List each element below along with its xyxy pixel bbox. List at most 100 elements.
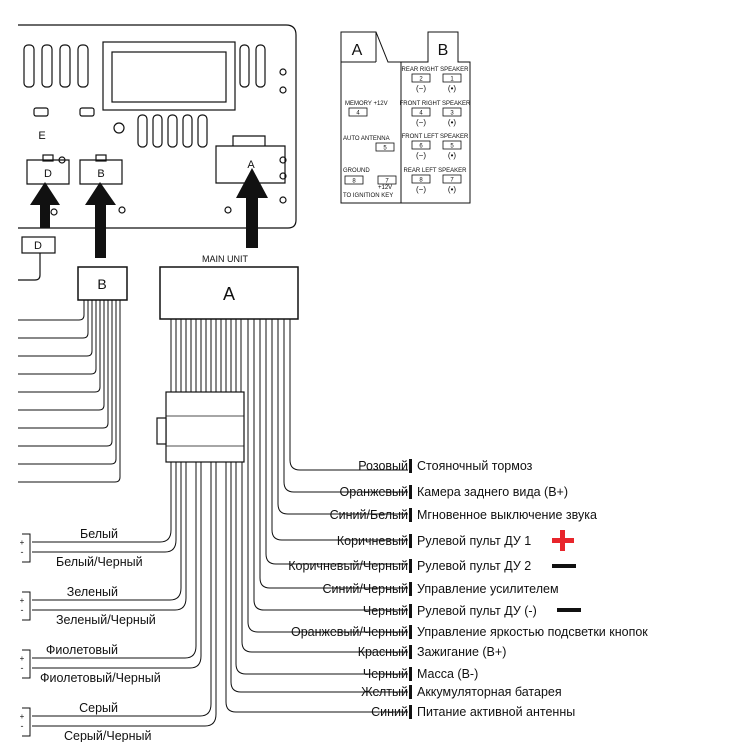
- arrow-up-icon: [30, 182, 60, 228]
- plus-marker-icon: [552, 530, 574, 551]
- socket-b-label: B: [97, 168, 104, 180]
- pinout-b-title: FRONT RIGHT SPEAKER: [400, 101, 471, 107]
- connector-a-wire-bundle: [170, 319, 242, 392]
- speaker-negative-color: Серый/Черный: [64, 729, 151, 742]
- arrow-up-icon: [85, 182, 116, 258]
- wire-terminal: [409, 667, 412, 681]
- pin-box: [442, 107, 462, 117]
- wire-row: Красный Зажигание (B+): [358, 645, 506, 659]
- pinout-b-title: REAR RIGHT SPEAKER: [402, 67, 470, 73]
- pinout-header-b: B: [438, 42, 449, 59]
- pin-box: [411, 73, 431, 83]
- speaker-bracket: [22, 533, 31, 563]
- wire-function: Аккумуляторная батарея: [417, 685, 562, 699]
- connector-b-wires: [18, 300, 121, 483]
- wire-function: Управление яркостью подсветки кнопок: [417, 625, 648, 639]
- wire-color: Синий/Черный: [323, 582, 408, 596]
- pin-box: [411, 140, 431, 150]
- pinout-b-pins: REAR RIGHT SPEAKER 2 1 (−) (•) FRONT RIGHT SP…: [400, 67, 471, 194]
- speaker-wire-table: +-БелыйБелый/Черный+-ЗеленыйЗеленый/Черн…: [20, 527, 161, 742]
- wire-row: Черный Рулевой пульт ДУ (-): [363, 604, 537, 618]
- wire-row: Синий/Черный Управление усилителем: [323, 582, 559, 596]
- speaker-bracket: [22, 649, 31, 679]
- arrow-icons: [30, 168, 268, 258]
- pin-number: 7: [385, 179, 389, 185]
- pinout-a-label: AUTO ANTENNA: [343, 136, 390, 142]
- negative-sign: (−): [416, 185, 426, 194]
- minus-marker-icon: [557, 608, 581, 612]
- pinout-a-label: GROUND: [343, 168, 370, 174]
- connector-a-label: A: [223, 284, 235, 304]
- negative-sign: (−): [416, 118, 426, 127]
- speaker-positive-color: Фиолетовый: [46, 643, 118, 657]
- speaker-negative-color: Зеленый/Черный: [56, 613, 156, 627]
- speaker-negative-color: Фиолетовый/Черный: [40, 671, 161, 685]
- socket-a-label: A: [247, 159, 255, 171]
- minus-marker-icon: [552, 564, 576, 568]
- wire-terminal: [409, 582, 412, 596]
- plus-sign-icon: +: [20, 538, 25, 547]
- pin-box: [442, 174, 462, 184]
- wire-color: Оранжевый: [340, 485, 408, 499]
- pinout-diagram: [340, 31, 471, 204]
- pinout-b-title: FRONT LEFT SPEAKER: [402, 134, 469, 140]
- speaker-positive-color: Белый: [80, 527, 118, 541]
- speaker-wire-paths: [32, 462, 217, 727]
- pin-number: 3: [450, 111, 454, 117]
- pinout-header-a: A: [352, 42, 363, 59]
- wire-terminal: [409, 645, 412, 659]
- wire-terminal: [409, 685, 412, 699]
- wire-function: Зажигание (B+): [417, 645, 506, 659]
- pin-number: 4: [419, 111, 423, 117]
- pinout-b-title: REAR LEFT SPEAKER: [404, 168, 468, 174]
- wire-row: Коричневый Рулевой пульт ДУ 1: [337, 534, 531, 548]
- wire-color: Синий: [371, 705, 408, 719]
- wire-function: Рулевой пульт ДУ (-): [417, 604, 537, 618]
- wire-color: Красный: [358, 645, 408, 659]
- wire-function: Управление усилителем: [417, 582, 559, 596]
- wire-terminal: [409, 459, 412, 473]
- wire-function: Масса (B-): [417, 667, 478, 681]
- wire-terminal: [409, 625, 412, 639]
- wire-terminal: [409, 534, 412, 548]
- wire-row: Синий Питание активной антенны: [371, 705, 575, 719]
- positive-sign: (•): [448, 118, 456, 127]
- minus-sign-icon: -: [21, 547, 24, 557]
- pin-number: 4: [356, 111, 360, 117]
- wire-terminal: [409, 559, 412, 573]
- wire-terminal: [409, 604, 412, 618]
- pin-number: 5: [383, 146, 387, 152]
- wire-color: Черный: [363, 604, 408, 618]
- pin-number: 8: [352, 179, 356, 185]
- pin-box: [411, 174, 431, 184]
- wire-color: Черный: [363, 667, 408, 681]
- socket-e-label: E: [38, 130, 45, 142]
- wire-terminal: [409, 508, 412, 522]
- negative-sign: (−): [416, 151, 426, 160]
- wire-function: Питание активной антенны: [417, 705, 575, 719]
- wire-color: Коричневый: [337, 534, 408, 548]
- pin-box: [377, 175, 397, 185]
- plus-sign-icon: +: [20, 596, 25, 605]
- wire-function: Рулевой пульт ДУ 1: [417, 534, 531, 548]
- pin-number: 2: [419, 77, 423, 83]
- minus-sign-icon: -: [21, 663, 24, 673]
- negative-sign: (−): [416, 84, 426, 93]
- pin-box: [442, 140, 462, 150]
- wire-color: Коричневый/Черный: [288, 559, 408, 573]
- positive-sign: (•): [448, 84, 456, 93]
- plug-d-label: D: [34, 240, 42, 252]
- wire-color: Розовый: [358, 459, 408, 473]
- socket-d-label: D: [44, 168, 52, 180]
- pin-box: [411, 107, 431, 117]
- pin-number: 1: [450, 77, 454, 83]
- main-unit-label: MAIN UNIT: [202, 254, 249, 264]
- pinout-a-label: +12V: [378, 185, 392, 191]
